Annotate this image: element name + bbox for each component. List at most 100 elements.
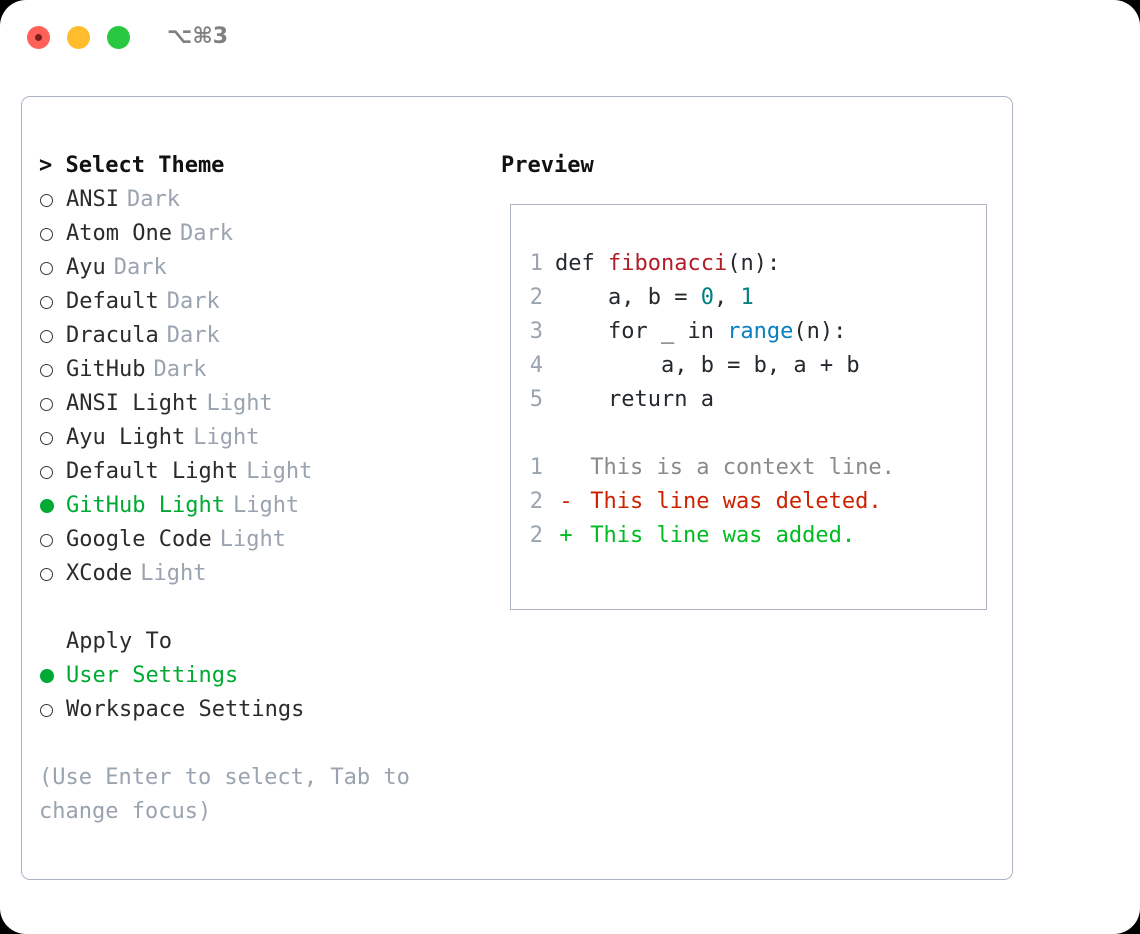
- radio-unselected-icon[interactable]: [39, 261, 66, 275]
- radio-unselected-icon[interactable]: [39, 465, 66, 479]
- diff-text: This line was added.: [577, 523, 856, 548]
- theme-name: GitHub Light: [66, 493, 225, 518]
- radio-unselected-icon[interactable]: [39, 431, 66, 445]
- radio-unselected-icon[interactable]: [39, 227, 66, 241]
- theme-name: GitHub: [66, 357, 146, 382]
- theme-variant-badge: Light: [219, 527, 286, 552]
- diff-line: 2+ This line was added.: [521, 519, 981, 553]
- diff-sign: [555, 451, 577, 485]
- code-line: 5 return a: [521, 383, 981, 417]
- apply-to-option[interactable]: User Settings: [39, 659, 489, 693]
- theme-variant-badge: Dark: [153, 357, 207, 382]
- theme-variant-badge: Dark: [179, 221, 233, 246]
- radio-unselected-icon[interactable]: [39, 329, 66, 343]
- theme-name: ANSI Light: [66, 391, 199, 416]
- theme-variant-badge: Light: [246, 459, 313, 484]
- hollow-dot-icon: [40, 295, 53, 309]
- theme-name: ANSI: [66, 187, 119, 212]
- hollow-dot-icon: [40, 703, 53, 717]
- hollow-dot-icon: [40, 329, 53, 343]
- line-number: 1: [529, 455, 543, 480]
- diff-text: This is a context line.: [577, 455, 895, 480]
- theme-list-item[interactable]: Ayu Dark: [39, 251, 489, 285]
- code-token: a, b = b, a + b: [555, 353, 860, 378]
- apply-to-label: Workspace Settings: [66, 697, 305, 722]
- theme-list-item[interactable]: ANSI Light Light: [39, 387, 489, 421]
- minimize-button-icon[interactable]: [67, 26, 90, 49]
- theme-variant-badge: Dark: [166, 289, 220, 314]
- hollow-dot-icon: [40, 193, 53, 207]
- diff-sign: -: [559, 489, 573, 514]
- code-token: fibonacci: [607, 251, 728, 276]
- spacer: [39, 591, 489, 625]
- hollow-dot-icon: [40, 363, 53, 377]
- code-token: ,: [713, 285, 741, 310]
- theme-list-item[interactable]: GitHub Dark: [39, 353, 489, 387]
- code-token: for _ in: [555, 319, 728, 344]
- radio-unselected-icon[interactable]: [39, 397, 66, 411]
- radio-unselected-icon[interactable]: [39, 363, 66, 377]
- window-controls: [27, 26, 130, 49]
- radio-unselected-icon[interactable]: [39, 533, 66, 547]
- theme-variant-badge: Light: [193, 425, 260, 450]
- radio-unselected-icon[interactable]: [39, 703, 66, 717]
- keyboard-shortcut-label: ⌥⌘3: [167, 24, 229, 49]
- theme-list-item[interactable]: XCode Light: [39, 557, 489, 591]
- maximize-button-icon[interactable]: [107, 26, 130, 49]
- radio-selected-icon[interactable]: [39, 499, 66, 513]
- theme-name: XCode: [66, 561, 133, 586]
- apply-to-heading: Apply To: [66, 629, 172, 654]
- line-number: 4: [529, 353, 543, 378]
- code-token: a, b =: [555, 285, 701, 310]
- theme-name: Google Code: [66, 527, 212, 552]
- page-title: > Select Theme: [39, 153, 225, 178]
- hollow-dot-icon: [40, 397, 53, 411]
- hollow-dot-icon: [40, 431, 53, 445]
- diff-line: 2- This line was deleted.: [521, 485, 981, 519]
- code-line: 3 for _ in range(n):: [521, 315, 981, 349]
- radio-unselected-icon[interactable]: [39, 567, 66, 581]
- code-blank-line: [521, 417, 981, 451]
- line-number: 5: [529, 387, 543, 412]
- radio-selected-icon[interactable]: [39, 669, 66, 683]
- apply-to-option[interactable]: Workspace Settings: [39, 693, 489, 727]
- title-bar: ⌥⌘3: [0, 0, 1140, 78]
- theme-list-item[interactable]: Ayu Light Light: [39, 421, 489, 455]
- hollow-dot-icon: [40, 465, 53, 479]
- spacer: [39, 727, 489, 761]
- diff-sign: +: [559, 523, 573, 548]
- hollow-dot-icon: [40, 261, 53, 275]
- radio-unselected-icon[interactable]: [39, 193, 66, 207]
- radio-unselected-icon[interactable]: [39, 295, 66, 309]
- theme-name: Ayu Light: [66, 425, 186, 450]
- line-number: 3: [529, 319, 543, 344]
- diff-line: 1 This is a context line.: [521, 451, 981, 485]
- code-line: 4 a, b = b, a + b: [521, 349, 981, 383]
- line-number: 2: [529, 489, 543, 514]
- hollow-dot-icon: [40, 567, 53, 581]
- theme-variant-badge: Light: [140, 561, 207, 586]
- theme-variant-badge: Dark: [113, 255, 167, 280]
- code-token: 1: [740, 285, 754, 310]
- theme-variant-badge: Dark: [126, 187, 180, 212]
- close-button-icon[interactable]: [27, 26, 50, 49]
- theme-name: Ayu: [66, 255, 106, 280]
- theme-list-item[interactable]: ANSI Dark: [39, 183, 489, 217]
- code-token: (n):: [727, 251, 781, 276]
- theme-list-item[interactable]: Google Code Light: [39, 523, 489, 557]
- theme-variant-badge: Light: [206, 391, 273, 416]
- filled-dot-icon: [40, 669, 54, 683]
- line-number: 2: [529, 285, 543, 310]
- theme-name: Dracula: [66, 323, 159, 348]
